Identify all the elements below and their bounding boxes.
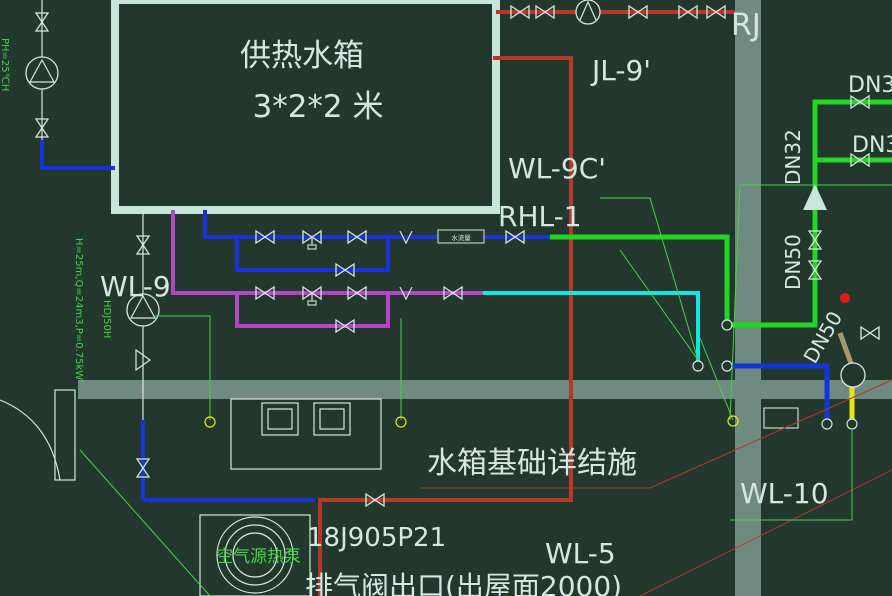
leader-lines [79,184,892,596]
small-equipment [763,407,799,429]
green-pipe-end [721,319,733,331]
pump-spec: H=25m,Q=24m3,P=0.75kW [73,238,84,380]
label-tank-base: 水箱基础详结施 [427,446,637,481]
top-valves [510,0,726,25]
right-blue-end [721,360,733,372]
yellow-end [846,418,858,430]
right-pump [840,362,866,388]
right-blue-end-2 [821,418,833,430]
red-point [840,293,850,303]
wall-horizontal [78,380,892,399]
tan-pipe [837,332,855,367]
cyan-pipe-end [692,360,704,372]
wall-vertical [735,0,761,596]
heat-pump-label: 空气源热泵 [216,547,301,567]
blue-manifold-valves [255,229,525,277]
heat-tank [111,0,500,214]
cyan-pipe [483,291,700,366]
heat-pump-unit [199,514,311,596]
leader-point-3 [727,415,739,427]
label-rhl1: RHL-1 [498,200,582,233]
left-pump-group [25,12,59,138]
label-wl10: WL-10 [740,477,829,510]
purple-manifold-valves [255,286,463,333]
purple-manifold [171,210,483,328]
tank-size: 3*2*2 米 [252,89,383,125]
label-dn50-vert: DN50 [781,234,805,290]
tank-base [230,398,382,470]
tank-title: 供热水箱 [240,38,364,74]
right-valves [803,95,880,340]
flow-device-label: 水流量 [451,233,471,242]
wl9-pump-group [126,210,315,502]
label-dn32-mid: DN3 [852,133,892,158]
label-dn32-top: DN3 [848,73,892,98]
label-rj: RJ [731,8,761,43]
label-std-ref: 18J905P21 [307,523,446,553]
label-wl5: WL-5 [545,537,616,570]
leader-point-2 [395,416,407,428]
label-jl9: JL-9' [590,54,651,87]
pump-spec-left: PH=25℃H [0,38,10,91]
green-pipe [550,99,892,328]
right-blue-pipe [727,363,830,424]
label-dn32-vert: DN32 [781,129,805,185]
blue-manifold [203,210,550,272]
leader-point-1 [204,416,216,428]
left-door [0,389,76,481]
label-wl9c: WL-9C' [508,152,606,185]
label-wl9: WL-9 [100,270,171,303]
pump-model: HDJ50H [101,300,112,338]
label-bottom: 排气阀出口(出屋面2000) [305,570,622,596]
